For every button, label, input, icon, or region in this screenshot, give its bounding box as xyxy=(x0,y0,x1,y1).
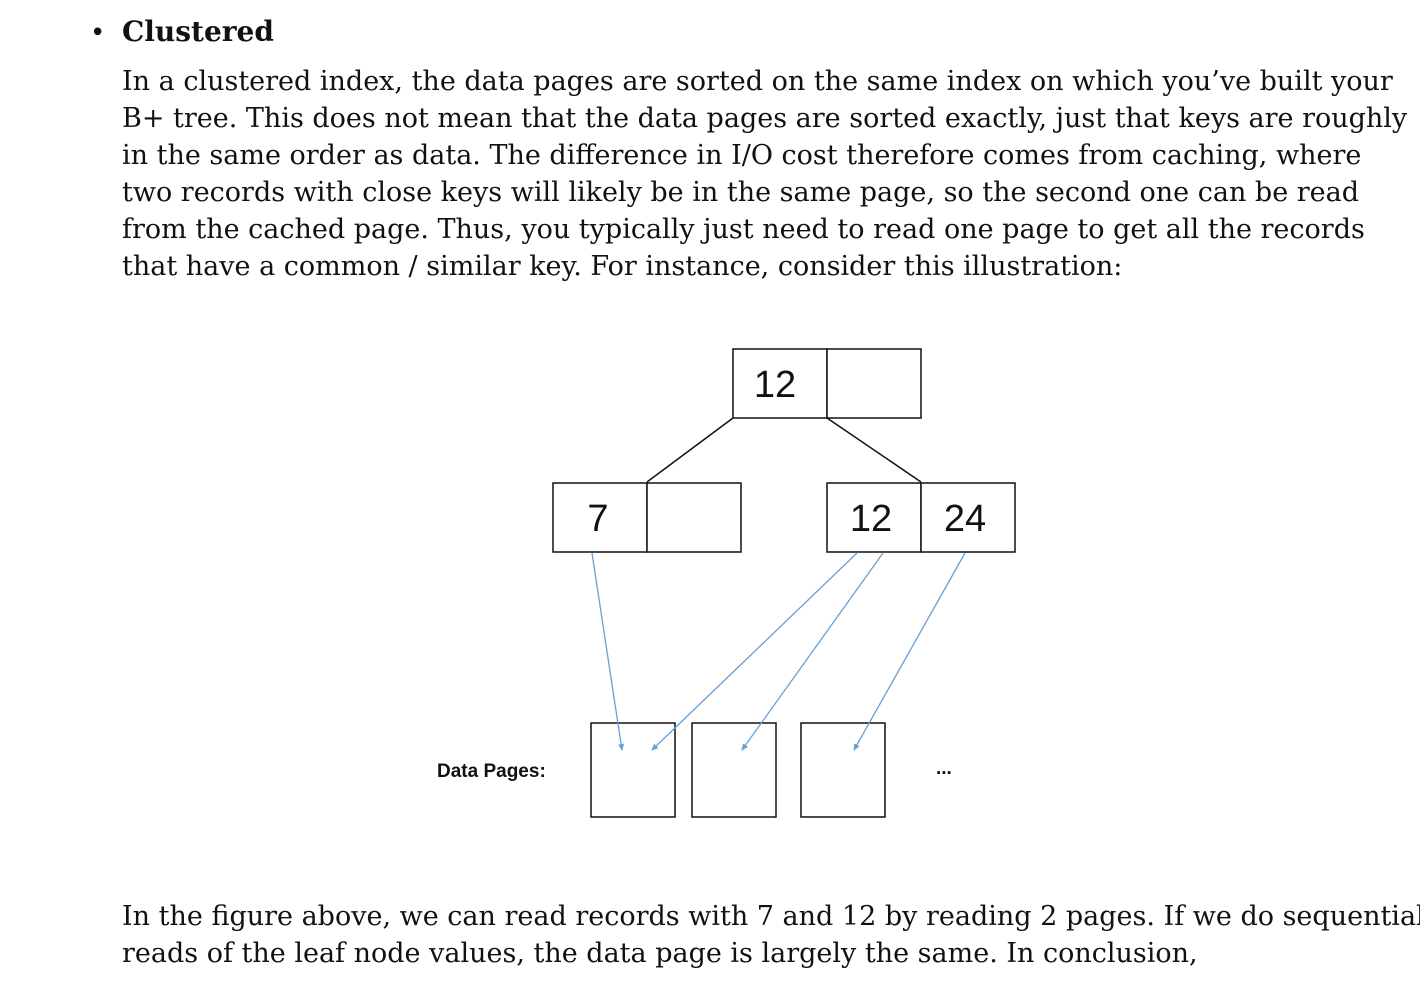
leaf-node-cell xyxy=(646,482,742,553)
paragraph-line: reads of the leaf node values, the data … xyxy=(122,938,1198,969)
pointer-arrow xyxy=(591,552,625,751)
btree-clustered-index-figure: 12 7 12 24 Data Pages: ... xyxy=(437,348,1016,818)
section-heading: Clustered xyxy=(122,15,274,48)
leaf-node-key: 7 xyxy=(587,498,608,540)
data-pages-label: Data Pages: xyxy=(437,761,546,782)
leaf-node-key: 12 xyxy=(850,498,892,540)
leaf-node-cell xyxy=(920,482,1016,553)
leaf-node-key: 24 xyxy=(944,498,986,540)
paragraph-line: two records with close keys will likely … xyxy=(122,177,1360,208)
root-node-key: 12 xyxy=(754,364,796,406)
paragraph-line: B+ tree. This does not mean that the dat… xyxy=(122,103,1408,134)
pointer-arrow xyxy=(853,552,966,751)
conclusion-paragraph: In the figure above, we can read records… xyxy=(122,898,1420,972)
data-pages-ellipsis: ... xyxy=(936,758,952,779)
paragraph-line: in the same order as data. The differenc… xyxy=(122,140,1362,171)
root-node-cell xyxy=(826,348,922,419)
bullet-marker: • xyxy=(90,18,106,48)
data-page xyxy=(800,722,886,818)
paragraph-line: In the figure above, we can read records… xyxy=(122,901,1420,932)
paragraph-line: In a clustered index, the data pages are… xyxy=(122,66,1393,97)
paragraph-line: that have a common / similar key. For in… xyxy=(122,251,1123,282)
tree-edge-right xyxy=(826,417,922,483)
root-node: 12 xyxy=(732,348,922,419)
root-node-cell xyxy=(732,348,828,419)
tree-edge-left xyxy=(646,417,734,483)
pointer-arrow xyxy=(651,552,858,751)
leaf-node-cell xyxy=(552,482,648,553)
right-leaf-node: 12 24 xyxy=(826,482,1016,553)
intro-paragraph: In a clustered index, the data pages are… xyxy=(122,63,1408,285)
data-page xyxy=(590,722,676,818)
data-page xyxy=(691,722,777,818)
pointer-arrow xyxy=(741,552,884,751)
leaf-node-cell xyxy=(826,482,922,553)
left-leaf-node: 7 xyxy=(552,482,742,553)
paragraph-line: from the cached page. Thus, you typicall… xyxy=(122,214,1365,245)
